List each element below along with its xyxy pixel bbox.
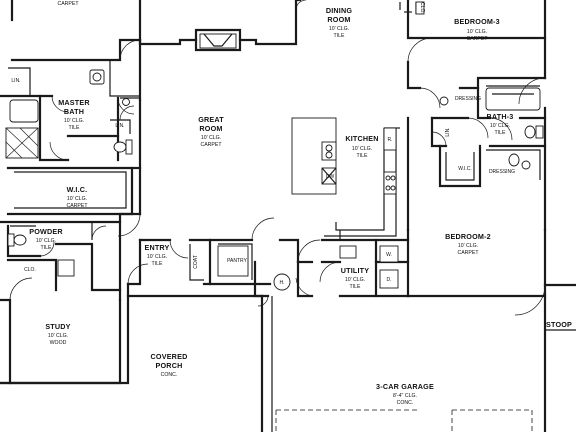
- bath-3-floor: TILE: [495, 130, 506, 136]
- powder-ceiling: 10' CLG.: [36, 238, 56, 244]
- toilet-icon: [113, 141, 127, 153]
- dining-room-floor: TILE: [334, 33, 345, 39]
- dryer-tag: D.: [387, 277, 392, 283]
- bedroom-2-ceiling: 10' CLG.: [458, 243, 478, 249]
- master-bath-name: MASTER: [58, 98, 90, 107]
- garage-name: 3-CAR GARAGE: [376, 382, 434, 391]
- interior-lines: [8, 2, 576, 432]
- washer-tag: W.: [386, 252, 392, 258]
- fixture-tags: LIN. LIN. CLO. DRESSING DRESSING LIN. W.…: [11, 2, 515, 286]
- great-room-floor: CARPET: [200, 142, 222, 148]
- clo-powder-tag: CLO.: [24, 267, 36, 273]
- bathtub-icon: [485, 87, 541, 111]
- master-bath-ceiling: 10' CLG.: [64, 118, 84, 124]
- kitchen-floor: TILE: [357, 153, 368, 159]
- entry-name: ENTRY: [144, 243, 169, 252]
- fridge-tag: R.: [388, 137, 393, 143]
- study-floor: WOOD: [50, 340, 67, 346]
- wic-bedroom2-tag: W.I.C.: [458, 166, 472, 172]
- dining-room-ceiling: 10' CLG.: [329, 26, 349, 32]
- utility-name: UTILITY: [341, 266, 370, 275]
- master-wic-name: W.I.C.: [67, 185, 88, 194]
- powder-name: POWDER: [29, 227, 63, 236]
- master-bath-floor: TILE: [69, 125, 80, 131]
- bedroom-3-floor: CARPET: [466, 36, 488, 42]
- dressing-b-tag: DRESSING: [489, 169, 515, 175]
- kitchen-ceiling: 10' CLG.: [352, 146, 372, 152]
- washer-icon: [379, 245, 399, 263]
- door-swings: [9, 0, 546, 316]
- stoop-name: STOOP: [546, 320, 572, 329]
- water-heater-icon: [273, 273, 291, 291]
- top-left-floor-label: CARPET: [57, 1, 79, 7]
- dining-room-name: DINING: [326, 6, 353, 15]
- bedroom-2-name: BEDROOM-2: [445, 232, 491, 241]
- master-bath-name-2: BATH: [64, 107, 84, 116]
- master-wic-ceiling: 10' CLG.: [67, 196, 87, 202]
- water-heater-tag: H.: [280, 280, 285, 286]
- room-labels: CARPET DINING ROOM 10' CLG. TILE BEDROOM…: [29, 1, 572, 406]
- bath-3-name: BATH-3: [486, 112, 513, 121]
- master-wic-floor: CARPET: [66, 203, 88, 209]
- covered-porch-name-2: PORCH: [156, 361, 183, 370]
- fixtures: [5, 1, 544, 291]
- dining-room-name-2: ROOM: [327, 15, 350, 24]
- powder-floor: TILE: [41, 245, 52, 251]
- entry-floor: TILE: [152, 261, 163, 267]
- sink-icon: [92, 72, 102, 82]
- kitchen-name: KITCHEN: [345, 134, 378, 143]
- covered-porch-name: COVERED: [151, 352, 188, 361]
- dressing-a-tag: DRESSING: [455, 96, 481, 102]
- utility-floor: TILE: [350, 284, 361, 290]
- garage-floor: CONC.: [397, 400, 414, 406]
- covered-porch-floor: CONC.: [161, 372, 178, 378]
- sink-icon: [439, 96, 449, 106]
- bedroom-3-ceiling: 10' CLG.: [467, 29, 487, 35]
- great-room-name-2: ROOM: [199, 124, 222, 133]
- toilet-icon: [13, 234, 27, 246]
- garage-ceiling: 8'-4" CLG.: [393, 393, 417, 399]
- pantry-tag: PANTRY: [227, 258, 247, 264]
- study-name: STUDY: [45, 322, 70, 331]
- clo-top-tag: CLO.: [419, 2, 425, 14]
- study-ceiling: 10' CLG.: [48, 333, 68, 339]
- entry-ceiling: 10' CLG.: [147, 254, 167, 260]
- fireplace: [199, 33, 237, 49]
- utility-ceiling: 10' CLG.: [345, 277, 365, 283]
- lin-master-bath-tag: LIN.: [115, 123, 124, 129]
- dryer-icon: [379, 269, 399, 289]
- stove-icon: [383, 171, 397, 195]
- coat-tag: COAT: [193, 255, 199, 269]
- dishwasher-tag: DW: [326, 174, 335, 180]
- bedroom-3-name: BEDROOM-3: [454, 17, 500, 26]
- great-room-ceiling: 10' CLG.: [201, 135, 221, 141]
- refrigerator: [383, 127, 397, 151]
- lin-master-top-tag: LIN.: [11, 78, 20, 84]
- toilet-icon: [524, 125, 536, 139]
- lin-bath3-tag: LIN.: [445, 127, 451, 136]
- bedroom-2-floor: CARPET: [457, 250, 479, 256]
- bath-3-ceiling: 10' CLG.: [490, 123, 510, 129]
- great-room-name: GREAT: [198, 115, 224, 124]
